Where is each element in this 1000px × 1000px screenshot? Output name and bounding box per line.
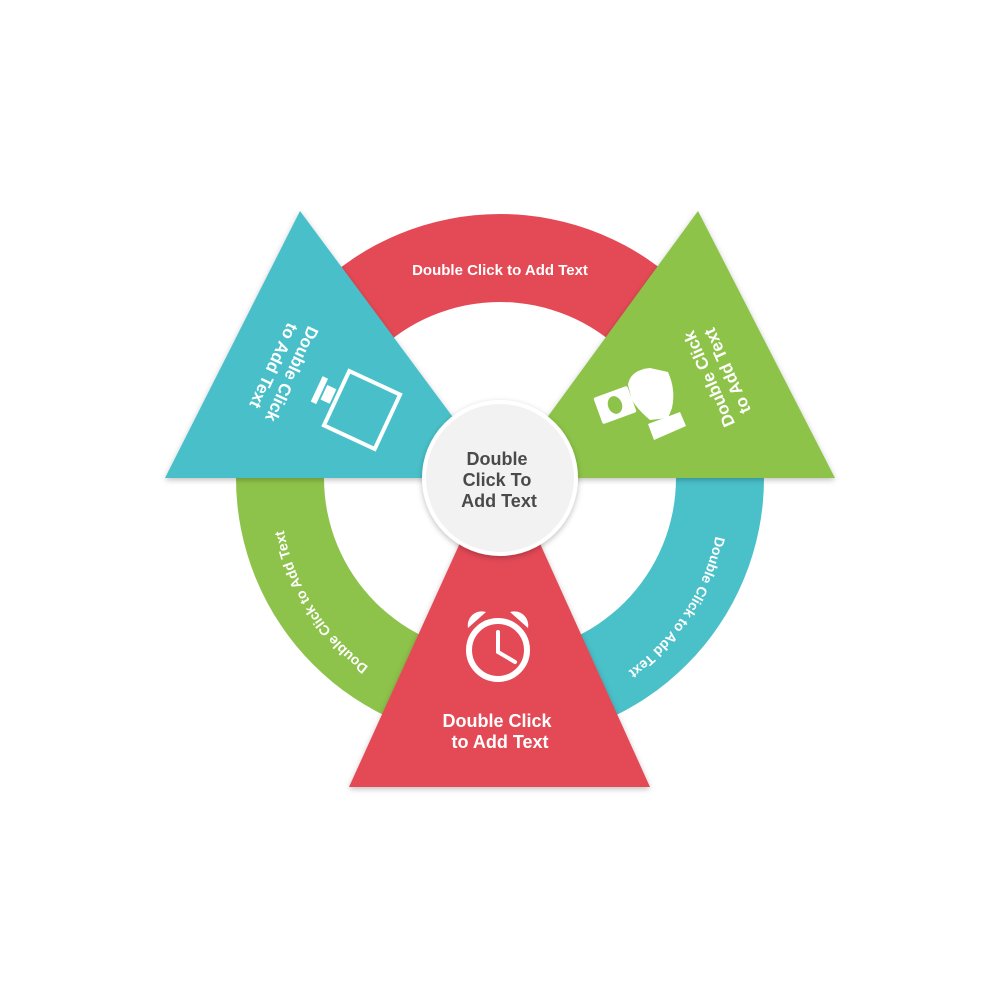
center-circle[interactable] <box>422 400 578 556</box>
triangle-left[interactable] <box>165 211 498 478</box>
hand-money-icon <box>593 368 686 440</box>
center-text-line3: Add Text <box>461 491 537 511</box>
arc-top-text[interactable]: Double Click to Add Text <box>412 262 588 279</box>
ring-segment-top[interactable] <box>236 214 764 478</box>
monitor-icon <box>310 368 403 452</box>
center-text-line2: Click To <box>463 470 532 490</box>
alarm-clock-icon <box>466 611 530 682</box>
triangle-bottom-text-line2[interactable]: to Add Text <box>452 732 549 752</box>
triangle-right[interactable] <box>503 211 835 478</box>
center-text-line1: Double <box>467 449 528 469</box>
triangle-bottom-text-line1[interactable]: Double Click <box>442 711 552 731</box>
